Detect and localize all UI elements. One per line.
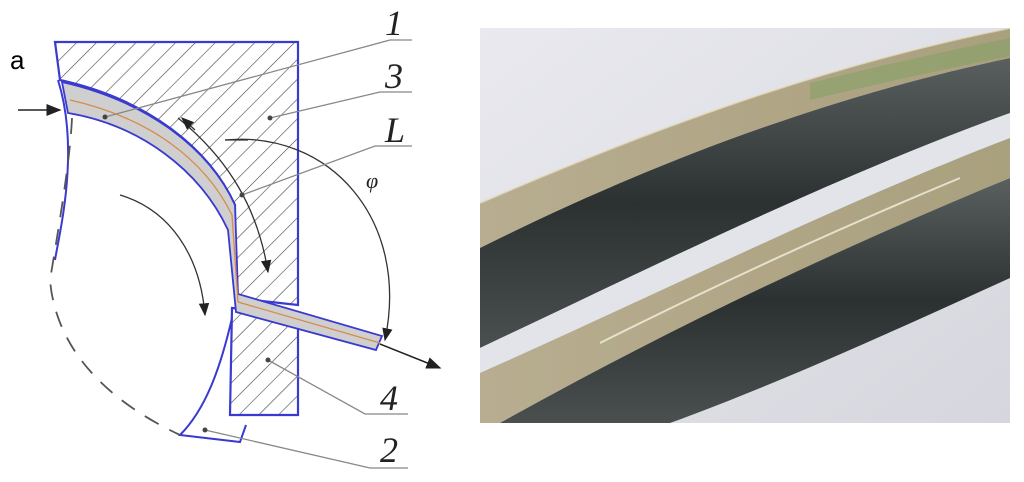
upper-strip-green-tint [810,38,1010,100]
lower-strip-edge [480,138,1010,423]
leader-dot-4 [265,357,271,363]
length-arrow-start [181,117,196,131]
roll-lower-edge [177,317,247,444]
callout-3: 3 [384,56,403,96]
roll-outline [54,79,70,261]
lower-strip-side [500,178,1010,423]
callout-1: 1 [385,3,403,43]
leader-lines [104,39,412,469]
leader-dot-3 [267,115,273,121]
upper-strip-side [480,58,1010,348]
length-arrow [177,117,272,274]
leader-2 [204,429,408,469]
panel-label-a: a [10,45,25,75]
leader-L [241,145,412,196]
angle-arc [224,138,393,342]
leader-1 [104,39,412,118]
callout-2: 2 [380,430,398,470]
leader-dot-2 [202,427,208,433]
sample-photo [480,28,1010,423]
roll-dashed-outline [49,117,181,436]
callout-4: 4 [380,378,398,418]
callout-L: L [384,110,405,150]
edge-highlight-upper [480,28,1010,204]
process-schematic: 1 3 L φ 4 2 [18,3,442,470]
leader-3 [269,91,412,119]
leader-dot-L [239,192,245,198]
upper-die [53,40,300,307]
leader-4 [267,359,408,415]
exit-arrow [379,343,442,369]
strip-centerline [69,99,381,344]
callout-phi: φ [366,168,378,193]
leader-dot-1 [102,114,108,120]
edge-highlight [599,177,961,344]
rotation-arrow [119,194,210,317]
strip-gap [480,113,1010,373]
